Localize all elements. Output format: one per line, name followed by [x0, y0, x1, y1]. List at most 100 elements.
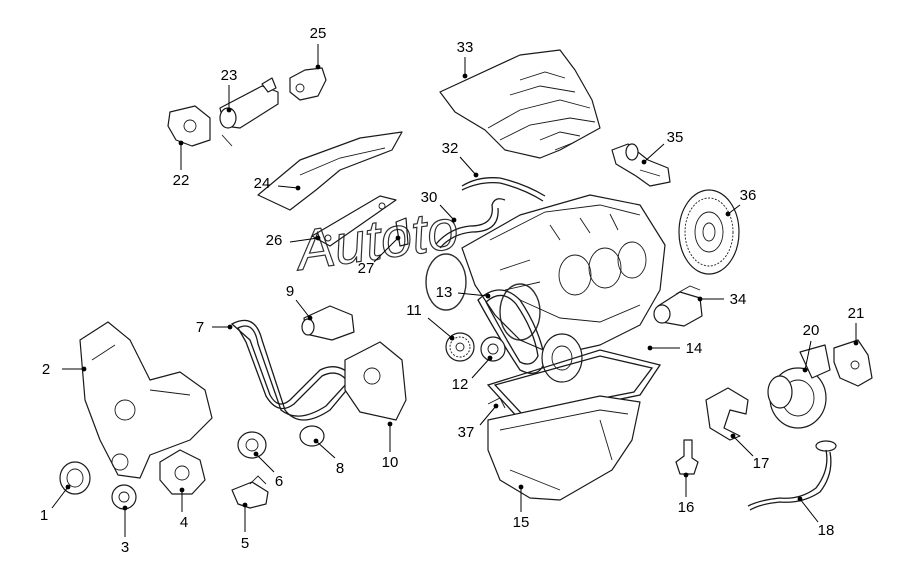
callout-10: 10	[382, 421, 399, 471]
callout-number: 36	[740, 187, 757, 204]
callout-number: 26	[266, 232, 283, 249]
callout-35: 35	[641, 129, 684, 165]
callout-1: 1	[40, 484, 71, 524]
callout-24: 24	[254, 175, 301, 192]
leader-dot	[485, 293, 491, 299]
leader-dot	[683, 472, 689, 478]
callout-number: 10	[382, 454, 399, 471]
callout-number: 35	[667, 129, 684, 146]
callout-18: 18	[797, 496, 834, 539]
callout-22: 22	[173, 140, 190, 189]
callout-30: 30	[421, 189, 457, 223]
callout-3: 3	[121, 505, 129, 556]
leader-dot	[730, 433, 736, 439]
callout-4: 4	[179, 487, 188, 531]
callout-number: 13	[436, 284, 453, 301]
leader-dot	[697, 296, 703, 302]
callout-7: 7	[196, 319, 233, 336]
callout-layer: 1234567891011121314151617182021222324252…	[40, 25, 865, 556]
high-pressure-pump	[301, 305, 355, 341]
egr-valve	[167, 105, 211, 147]
leader-line	[643, 143, 665, 163]
oil-return-line	[747, 440, 837, 511]
callout-number: 11	[406, 302, 422, 319]
leader-dot	[802, 367, 808, 373]
leader-dot	[449, 335, 455, 341]
callout-number: 2	[42, 361, 50, 378]
leader-dot	[122, 505, 128, 511]
dipstick-tube	[675, 439, 699, 475]
leader-dot	[451, 217, 457, 223]
flywheel	[678, 189, 740, 275]
leader-dot	[315, 64, 321, 70]
engine-block	[461, 194, 666, 356]
leader-dot	[853, 340, 859, 346]
leader-dot	[226, 107, 232, 113]
callout-32: 32	[442, 140, 479, 178]
breather-hose	[435, 198, 506, 249]
leader-dot	[315, 235, 321, 241]
callout-number: 21	[848, 305, 865, 322]
leader-line	[277, 185, 299, 189]
fuel-rail	[311, 195, 397, 247]
egr-cooler	[219, 77, 279, 147]
callout-number: 24	[254, 175, 271, 192]
callout-number: 12	[452, 376, 469, 393]
callout-number: 5	[241, 535, 249, 552]
leader-dot	[295, 185, 301, 191]
callout-5: 5	[241, 502, 249, 552]
callout-number: 7	[196, 319, 204, 336]
leader-dot	[242, 502, 248, 508]
pan-seal	[487, 397, 506, 409]
callout-34: 34	[697, 291, 746, 308]
callout-number: 20	[803, 322, 820, 339]
callout-33: 33	[457, 39, 474, 79]
callout-27: 27	[358, 235, 401, 277]
leader-line	[51, 486, 69, 509]
callout-11: 11	[406, 302, 455, 341]
leader-dot	[641, 159, 647, 165]
leader-line	[459, 156, 477, 176]
callout-17: 17	[730, 433, 770, 472]
callout-23: 23	[221, 67, 237, 113]
callout-25: 25	[310, 25, 326, 70]
callout-9: 9	[286, 283, 313, 321]
callout-number: 4	[180, 514, 188, 531]
oil-pan	[487, 395, 641, 501]
leader-dot	[227, 324, 233, 330]
leader-line	[373, 237, 399, 263]
heat-shield	[257, 131, 403, 211]
callout-number: 14	[686, 340, 703, 357]
leader-dot	[518, 484, 524, 490]
vent-pipe	[461, 177, 546, 202]
callout-number: 30	[421, 189, 438, 206]
callout-13: 13	[436, 284, 491, 301]
leader-dot	[473, 172, 479, 178]
turbocharger	[767, 344, 831, 429]
leader-dot	[307, 315, 313, 321]
callout-number: 6	[275, 473, 283, 490]
leader-dot	[179, 487, 185, 493]
thermostat-housing	[231, 475, 269, 509]
callout-12: 12	[452, 355, 493, 393]
leader-dot	[81, 366, 87, 372]
pulley-pair	[541, 333, 583, 383]
callout-number: 33	[457, 39, 474, 56]
leader-line	[315, 440, 336, 459]
leader-dot	[493, 403, 499, 409]
leader-line	[727, 204, 741, 215]
callout-6: 6	[253, 451, 283, 490]
callout-36: 36	[725, 187, 757, 217]
engine-cover	[439, 49, 601, 159]
callout-number: 22	[173, 172, 190, 189]
callout-37: 37	[458, 403, 499, 441]
leader-dot	[253, 451, 259, 457]
callout-16: 16	[678, 472, 694, 516]
engine-mount-bracket	[705, 387, 749, 441]
callout-number: 17	[753, 455, 770, 472]
coolant-fitting	[611, 143, 671, 187]
belt-tensioner	[237, 431, 267, 459]
leader-dot	[395, 235, 401, 241]
callout-15: 15	[513, 484, 529, 531]
